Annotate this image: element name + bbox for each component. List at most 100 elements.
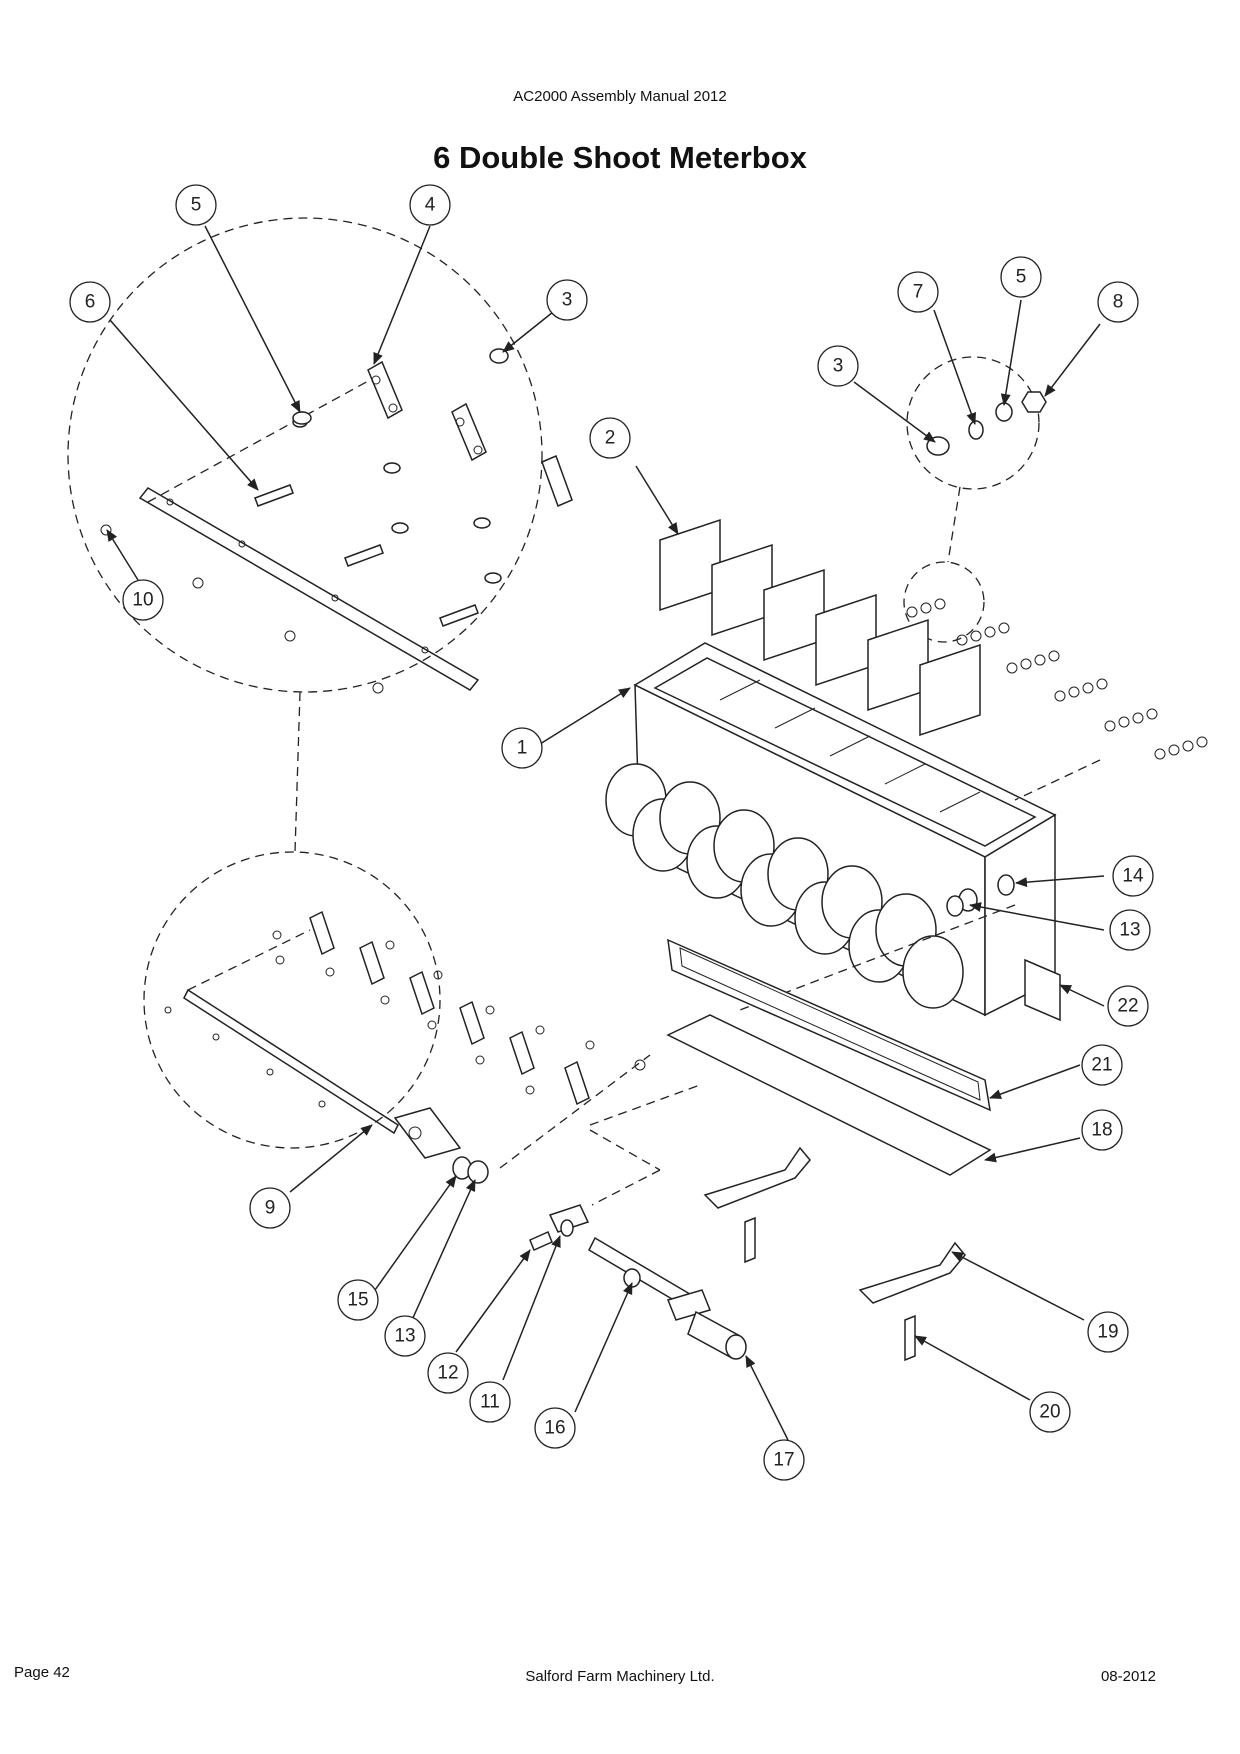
washer-sets — [906, 598, 1208, 760]
callout-number: 12 — [437, 1363, 458, 1384]
bottom-detail-hardware — [272, 910, 646, 1106]
callout-circle — [1097, 281, 1139, 323]
callout-circle — [409, 184, 451, 226]
clamp-lower — [858, 1241, 966, 1362]
callout-circle — [69, 281, 111, 323]
callout-10: 10 — [122, 579, 164, 621]
callout-3: 3 — [817, 345, 859, 387]
callout-circle — [534, 1407, 576, 1449]
callout-number: 20 — [1039, 1402, 1060, 1423]
callout-15: 15 — [337, 1279, 379, 1321]
callout-11: 11 — [469, 1381, 511, 1423]
callout-3: 3 — [546, 279, 588, 321]
gate-flaps — [659, 518, 981, 737]
callout-number: 5 — [191, 195, 202, 216]
callout-6: 6 — [69, 281, 111, 323]
callout-number: 19 — [1097, 1322, 1118, 1343]
callout-16: 16 — [534, 1407, 576, 1449]
top-detail-hardware — [254, 348, 573, 627]
company-name: Salford Farm Machinery Ltd. — [525, 1668, 715, 1685]
bottom-detail-bar — [164, 929, 651, 1184]
callout-number: 22 — [1117, 996, 1138, 1017]
callout-18: 18 — [1081, 1109, 1123, 1151]
callout-20: 20 — [1029, 1391, 1071, 1433]
callout-circle — [897, 271, 939, 313]
callout-number: 21 — [1091, 1055, 1112, 1076]
callout-5: 5 — [175, 184, 217, 226]
gasket — [667, 938, 991, 1112]
detail-circle-top — [67, 217, 543, 693]
leader-lines — [106, 225, 1105, 1441]
callout-circle — [384, 1315, 426, 1357]
lever-assembly — [529, 1204, 747, 1360]
callout-number: 16 — [544, 1418, 565, 1439]
manual-header: AC2000 Assembly Manual 2012 — [513, 88, 727, 105]
callout-circle — [1107, 985, 1149, 1027]
callout-1: 1 — [501, 727, 543, 769]
callout-circle — [1109, 909, 1151, 951]
callout-circle — [546, 279, 588, 321]
callout-5: 5 — [1000, 256, 1042, 298]
right-detail-hardware — [926, 391, 1047, 456]
top-detail-bar — [100, 379, 480, 694]
callout-number: 13 — [1119, 920, 1140, 941]
callout-circle — [501, 727, 543, 769]
callout-13: 13 — [1109, 909, 1151, 951]
callout-9: 9 — [249, 1187, 291, 1229]
callout-22: 22 — [1107, 985, 1149, 1027]
callout-4: 4 — [409, 184, 451, 226]
callout-number: 14 — [1122, 866, 1144, 887]
callout-number: 7 — [913, 282, 924, 303]
clamp-upper — [703, 1146, 811, 1264]
callout-19: 19 — [1087, 1311, 1129, 1353]
detail-circle-bottom — [143, 851, 441, 1149]
callout-circle — [337, 1279, 379, 1321]
callout-circle — [1081, 1109, 1123, 1151]
callout-number: 10 — [132, 590, 153, 611]
callout-14: 14 — [1112, 855, 1154, 897]
callout-number: 2 — [605, 428, 616, 449]
callout-12: 12 — [427, 1352, 469, 1394]
callout-circle — [1081, 1044, 1123, 1086]
callout-circle — [1029, 1391, 1071, 1433]
callout-number: 11 — [480, 1392, 500, 1413]
callout-circle — [122, 579, 164, 621]
callout-7: 7 — [897, 271, 939, 313]
callout-number: 5 — [1016, 267, 1027, 288]
outlet-tubes — [605, 763, 964, 1009]
detail-circle-washers — [903, 561, 985, 643]
callout-number: 17 — [773, 1450, 794, 1471]
callout-number: 13 — [394, 1326, 415, 1347]
callout-circle — [1112, 855, 1154, 897]
callout-number: 3 — [833, 356, 844, 377]
callout-circle — [763, 1439, 805, 1481]
callout-2: 2 — [589, 417, 631, 459]
page-title: 6 Double Shoot Meterbox — [433, 140, 807, 175]
callout-8: 8 — [1097, 281, 1139, 323]
callout-circle — [1000, 256, 1042, 298]
callout-number: 18 — [1091, 1120, 1112, 1141]
detail-circle-right — [906, 356, 1040, 490]
callout-number: 9 — [265, 1198, 276, 1219]
callout-number: 6 — [85, 292, 96, 313]
callout-number: 4 — [425, 195, 436, 216]
callout-circle — [1087, 1311, 1129, 1353]
callout-number: 3 — [562, 290, 573, 311]
callout-circle — [427, 1352, 469, 1394]
callout-circle — [589, 417, 631, 459]
callout-circle — [817, 345, 859, 387]
callout-21: 21 — [1081, 1044, 1123, 1086]
detail-right-link — [947, 486, 961, 563]
bottom-plate — [589, 1014, 992, 1206]
callout-17: 17 — [763, 1439, 805, 1481]
callout-number: 15 — [347, 1290, 368, 1311]
callout-number: 8 — [1113, 292, 1124, 313]
callout-circle — [175, 184, 217, 226]
revision-date: 08-2012 — [1100, 1668, 1156, 1685]
callout-circle — [469, 1381, 511, 1423]
callout-circle — [249, 1187, 291, 1229]
detail-link-line — [294, 691, 301, 853]
callout-number: 1 — [517, 738, 528, 759]
